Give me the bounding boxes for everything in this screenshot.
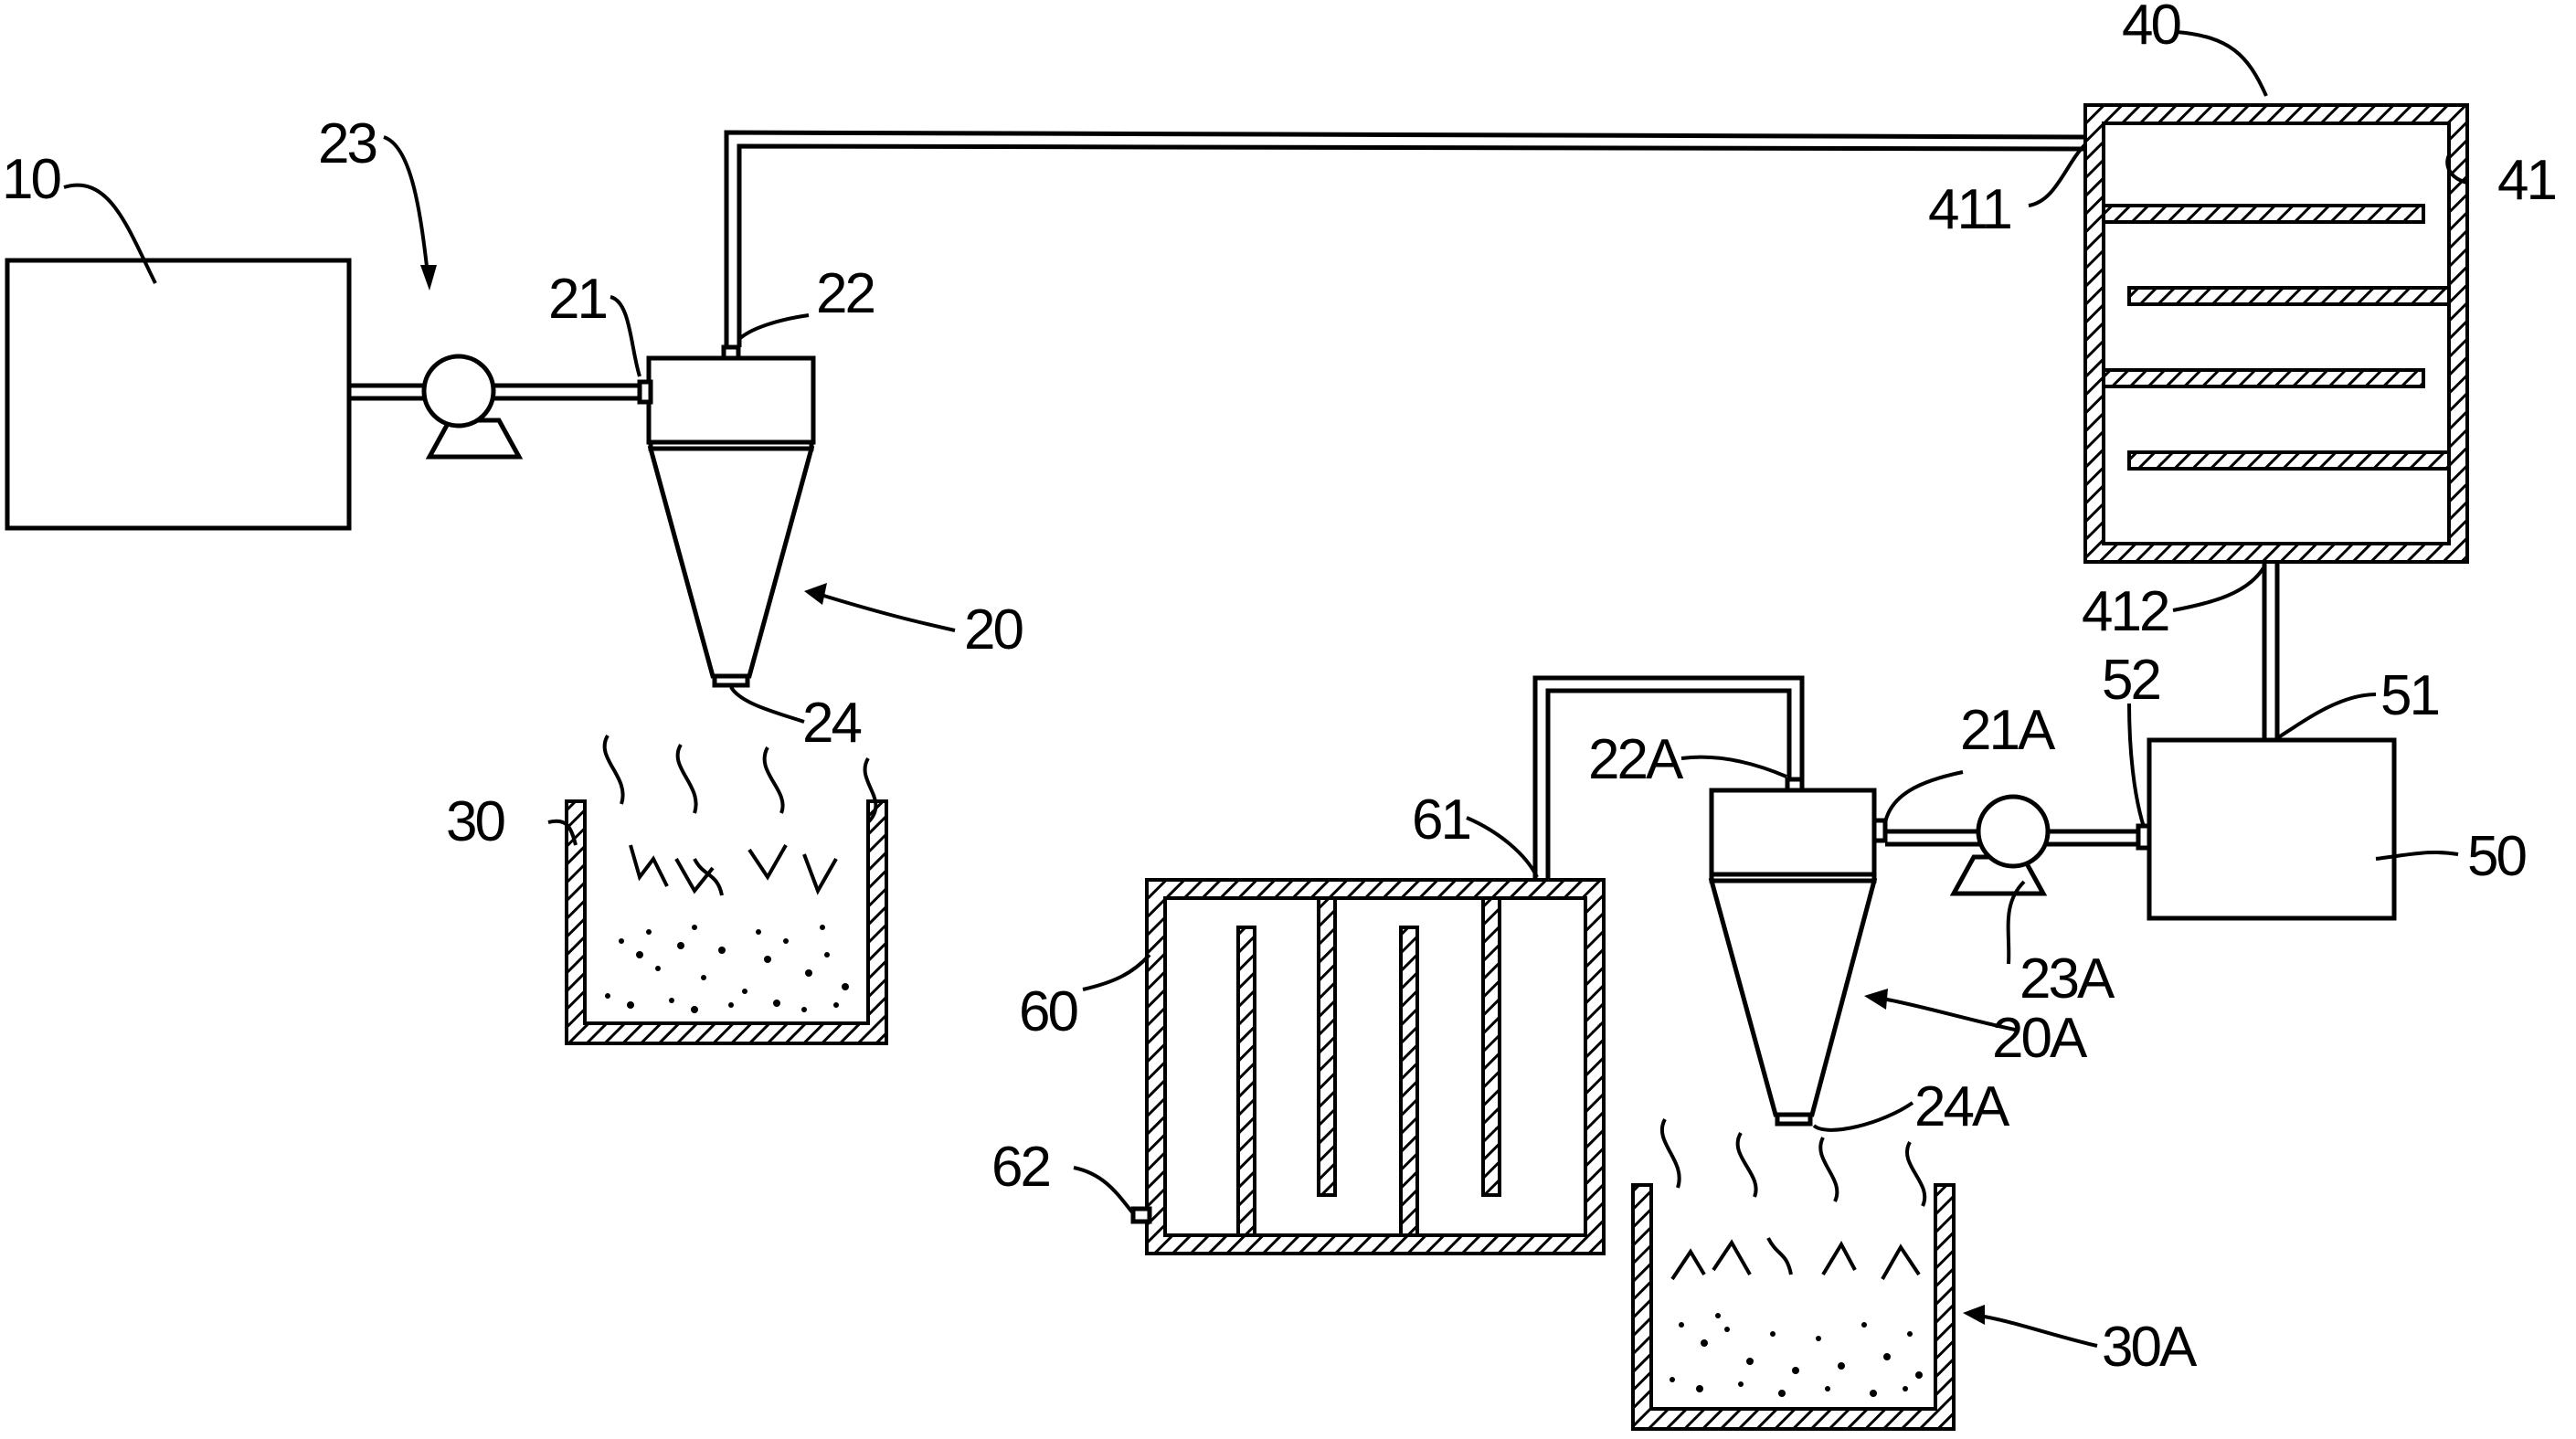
pipe-412-to-51 — [2262, 562, 2280, 740]
label-41: 41 — [2497, 149, 2555, 212]
label-21A: 21A — [1960, 699, 2056, 762]
vapors-30A — [1659, 1118, 1927, 1281]
collector-30 — [565, 734, 888, 1045]
cyclone-20 — [637, 344, 816, 688]
collector-30A — [1631, 1118, 1956, 1431]
cyclone-20A — [1708, 777, 1888, 1127]
label-24A: 24A — [1914, 1075, 2010, 1138]
tank-10 — [5, 258, 352, 531]
label-412: 412 — [2082, 580, 2168, 643]
label-62: 62 — [991, 1136, 1049, 1199]
tank-50 — [2147, 737, 2397, 921]
label-20A: 20A — [1992, 1007, 2088, 1070]
vapors-30 — [602, 734, 878, 896]
particles-30A — [1670, 1313, 1923, 1397]
pipe-22A-to-61 — [1532, 675, 1805, 882]
label-52: 52 — [2102, 649, 2159, 712]
label-20: 20 — [964, 598, 1023, 661]
label-40: 40 — [2122, 0, 2180, 57]
label-22: 22 — [816, 262, 874, 325]
label-30: 30 — [446, 790, 504, 853]
pump-23A — [1949, 794, 2051, 896]
label-30A: 30A — [2102, 1316, 2198, 1379]
label-50: 50 — [2467, 825, 2526, 888]
particles-30 — [605, 925, 849, 1013]
label-411: 411 — [1928, 178, 2010, 241]
label-21: 21 — [548, 268, 606, 331]
label-61: 61 — [1412, 788, 1469, 852]
label-10: 10 — [2, 148, 60, 211]
leader-lines — [63, 30, 2468, 1348]
pump-23 — [421, 354, 524, 460]
label-24: 24 — [802, 692, 861, 755]
condenser-60 — [1130, 878, 1606, 1255]
label-51: 51 — [2380, 664, 2438, 727]
pipe-22-to-411 — [724, 130, 2086, 347]
label-22A: 22A — [1588, 728, 1684, 791]
label-23: 23 — [318, 112, 376, 175]
dryer-40 — [2083, 103, 2469, 564]
reference-labels: 10 23 21 22 20 24 30 40 41 411 412 52 51… — [2, 0, 2558, 1379]
label-60: 60 — [1019, 980, 1077, 1043]
label-23A: 23A — [2019, 947, 2115, 1010]
